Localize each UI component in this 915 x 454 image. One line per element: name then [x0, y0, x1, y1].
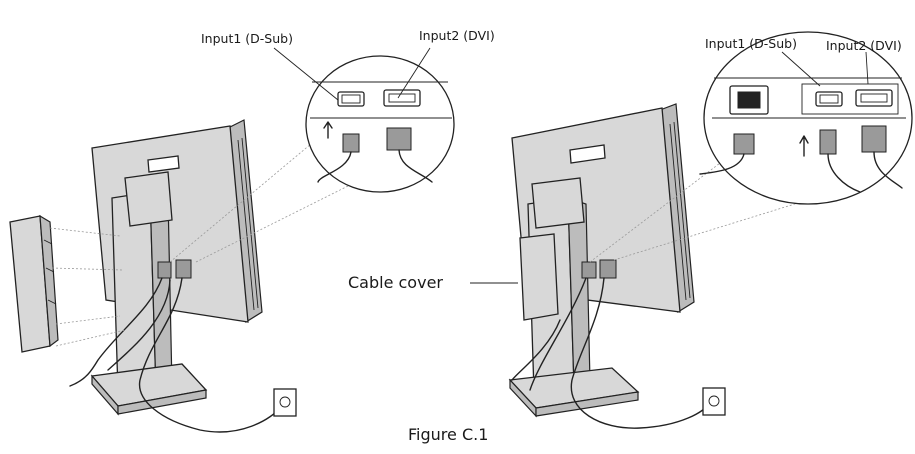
left-input1-label: Input1 (D-Sub)	[201, 31, 293, 46]
cable-cover-label: Cable cover	[348, 273, 443, 292]
left-monitor-illustration	[9, 119, 441, 433]
right-connector-zoom-circle	[699, 31, 913, 205]
right-leader-lines	[470, 51, 869, 284]
left-leader-lines	[273, 47, 431, 101]
right-monitor-illustration	[508, 103, 841, 429]
figure-caption: Figure C.1	[408, 425, 489, 444]
right-input2-label: Input2 (DVI)	[826, 38, 902, 53]
left-connector-zoom-circle	[305, 55, 455, 193]
right-input1-label: Input1 (D-Sub)	[705, 36, 797, 51]
left-input2-label: Input2 (DVI)	[419, 28, 495, 43]
